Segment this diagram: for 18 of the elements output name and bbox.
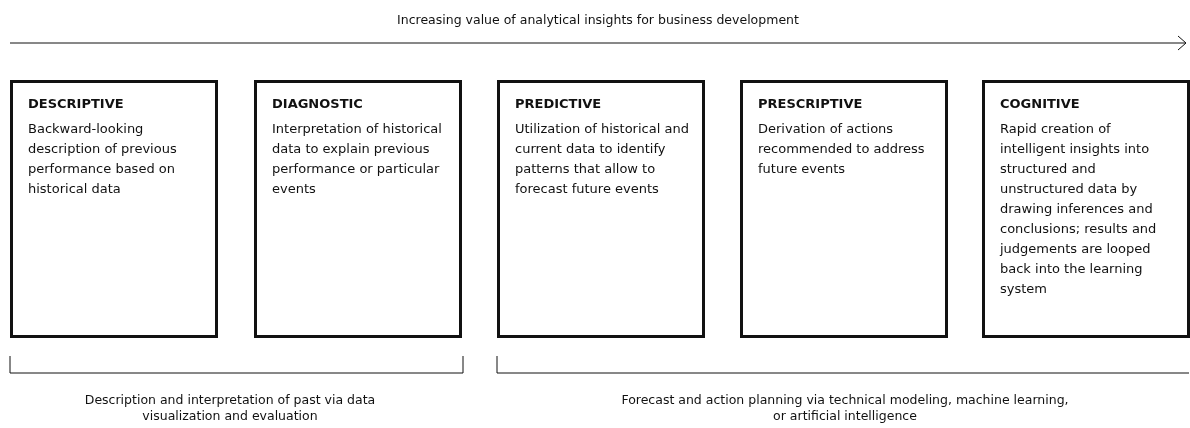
category-box [10,80,218,338]
axis-label: Increasing value of analytical insights for business development [396,12,800,28]
category-box [740,80,948,338]
box-heading: DIAGNOSTIC [272,96,363,111]
category-box [982,80,1190,338]
box-description: Utilization of historical and current data to identify patterns that allow to forecast future events [515,120,690,198]
bracket-caption: Forecast and action planning via technical modeling, machine learning, or artificial intelligence [620,392,1070,424]
category-box [497,80,705,338]
box-description: Interpretation of historical data to explain previous performance or particular events [272,120,443,198]
box-description: Rapid creation of intelligent insights into structured and unstructured data by drawing inferences and conclusions; results and judgements are looped back into the learning system [1000,120,1158,298]
box-description: Derivation of actions recommended to address future events [758,120,926,178]
box-heading: DESCRIPTIVE [28,96,124,111]
box-description: Backward-looking description of previous performance based on historical data [28,120,178,198]
box-heading: PREDICTIVE [515,96,602,111]
bracket-caption: Description and interpretation of past via data visualization and evaluation [83,392,377,424]
box-heading: PRESCRIPTIVE [758,96,863,111]
box-heading: COGNITIVE [1000,96,1080,111]
category-box [254,80,462,338]
